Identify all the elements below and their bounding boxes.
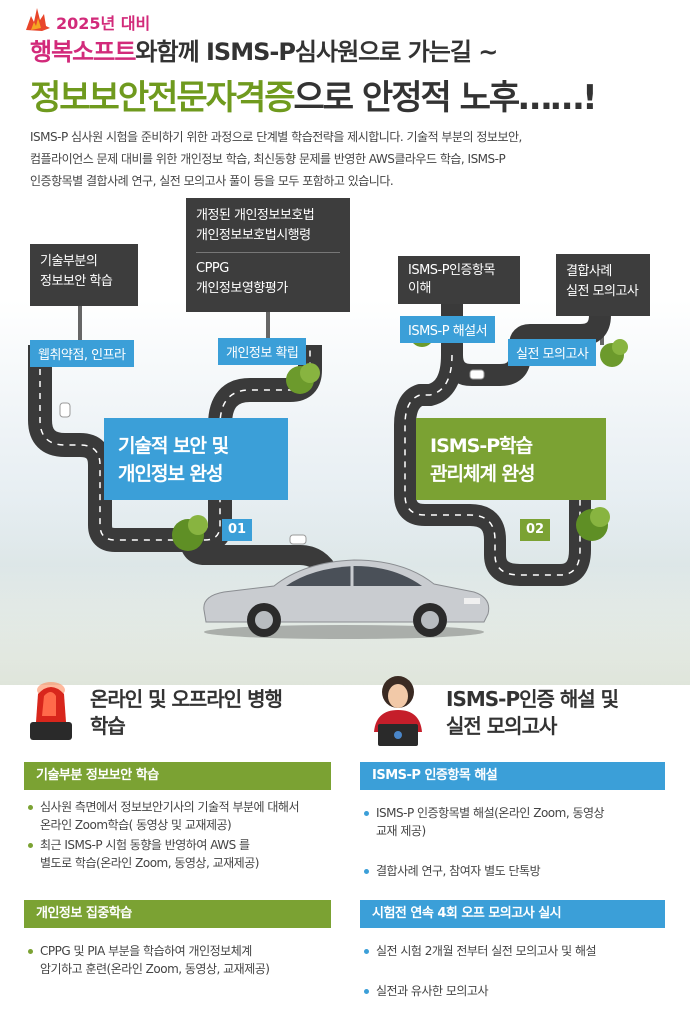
tag-mock-exam: 실전 모의고사 [508, 339, 597, 366]
stage-number-1: 01 [222, 519, 252, 541]
stage-text-line: 기술적 보안 및 [118, 435, 229, 457]
list-item-line: 실전 시험 2개월 전부터 실전 모의고사 및 해설 [376, 944, 597, 958]
feature-heading-line: 실전 모의고사 [446, 714, 557, 738]
section-bar-isms: ISMS-P 인증항목 해설 [360, 762, 665, 790]
car-icon [203, 559, 490, 639]
list-isms: ISMS-P 인증항목별 해설(온라인 Zoom, 동영상 교재 제공) 결합사… [362, 804, 672, 902]
stage-2-box: ISMS-P학습 관리체계 완성 [416, 418, 606, 500]
consultant-icon [374, 676, 422, 746]
sign-tech-learning: 기술부분의 정보보안 학습 [30, 244, 138, 306]
section-bar-tech: 기술부분 정보보안 학습 [24, 762, 331, 790]
list-tech: 심사원 측면에서 정보보안기사의 기술적 부분에 대해서 온라인 Zoom학습(… [26, 798, 346, 874]
list-privacy: CPPG 및 PIA 부분을 학습하여 개인정보체계 암기하고 훈련(온라인 Z… [26, 942, 346, 984]
tag-privacy: 개인정보 확립 [218, 338, 307, 365]
list-item-line: 교재 제공) [376, 824, 426, 838]
list-item-line: 온라인 Zoom학습( 동영상 및 교재제공) [40, 818, 232, 832]
feature-heading-line: ISMS-P인증 해설 및 [446, 687, 619, 711]
list-item: CPPG 및 PIA 부분을 학습하여 개인정보체계 암기하고 훈련(온라인 Z… [26, 942, 346, 978]
list-item-line: CPPG 및 PIA 부분을 학습하여 개인정보체계 [40, 944, 252, 958]
feature-heading-online: 온라인 및 오프라인 병행 학습 [90, 686, 330, 740]
list-item-line: 실전과 유사한 모의고사 [376, 984, 489, 998]
list-item-line: 결합사례 연구, 참여자 별도 단톡방 [376, 864, 541, 878]
sign-text-line: 개인정보영향평가 [196, 281, 288, 296]
list-item-line: 암기하고 훈련(온라인 Zoom, 동영상, 교재제공) [40, 962, 270, 976]
list-item-line: 심사원 측면에서 정보보안기사의 기술적 부분에 대해서 [40, 800, 300, 814]
intro-line: ISMS-P 심사원 시험을 준비하기 위한 과정으로 단계별 학습전략을 제시… [30, 130, 522, 144]
intro-line: 컴플라이언스 문제 대비를 위한 개인정보 학습, 최신동향 문제를 반영한 A… [30, 152, 506, 166]
list-item: 최근 ISMS-P 시험 동향을 반영하여 AWS 를 별도로 학습(온라인 Z… [26, 836, 346, 872]
list-item-line: 별도로 학습(온라인 Zoom, 동영상, 교재제공) [40, 856, 259, 870]
sign-text-line: 결합사례 [566, 264, 612, 279]
sign-isms-items: ISMS-P인증항목 이해 [398, 256, 520, 304]
sign-text-line: 정보보안 학습 [40, 274, 113, 289]
list-item: 결합사례 연구, 참여자 별도 단톡방 [362, 862, 672, 880]
stage-text-line: 개인정보 완성 [118, 463, 224, 485]
headline-primary: 행복소프트와함께 ISMS-P심사원으로 가는길 ~ [30, 32, 498, 67]
list-item-line: ISMS-P 인증항목별 해설(온라인 Zoom, 동영상 [376, 806, 605, 820]
sign-privacy-law: 개정된 개인정보보호법 개인정보보호법시행령 CPPG 개인정보영향평가 [186, 198, 350, 312]
section-bar-privacy: 개인정보 집중학습 [24, 900, 331, 928]
brand-name: 행복소프트 [30, 38, 136, 66]
headline-secondary: 정보보안전문자격증으로 안정적 노후……! [30, 70, 598, 119]
list-item: 실전과 유사한 모의고사 [362, 982, 672, 1000]
list-item-line: 최근 ISMS-P 시험 동향을 반영하여 AWS 를 [40, 838, 250, 852]
list-mock-exam: 실전 시험 2개월 전부터 실전 모의고사 및 해설 실전과 유사한 모의고사 [362, 942, 672, 1022]
sign-text-line: 개인정보보호법시행령 [196, 228, 311, 243]
spark-icon [26, 8, 50, 31]
headline-secondary-rest: 으로 안정적 노후……! [293, 78, 598, 118]
tag-isms-guide: ISMS-P 해설서 [400, 316, 496, 343]
stage-number-2: 02 [520, 519, 550, 541]
stage-1-box: 기술적 보안 및 개인정보 완성 [104, 418, 288, 500]
sign-text-line: 이해 [408, 281, 431, 296]
headline-highlight: 정보보안전문자격증 [30, 78, 296, 118]
list-item: 심사원 측면에서 정보보안기사의 기술적 부분에 대해서 온라인 Zoom학습(… [26, 798, 346, 834]
intro-paragraph: ISMS-P 심사원 시험을 준비하기 위한 과정으로 단계별 학습전략을 제시… [30, 126, 660, 192]
feature-heading-isms: ISMS-P인증 해설 및 실전 모의고사 [446, 686, 676, 740]
list-item: 실전 시험 2개월 전부터 실전 모의고사 및 해설 [362, 942, 672, 960]
sign-divider [196, 252, 340, 253]
intro-line: 인증항목별 결합사례 연구, 실전 모의고사 풀이 등을 모두 포함하고 있습니… [30, 174, 394, 188]
sign-text-line: ISMS-P인증항목 [408, 263, 495, 278]
list-item: ISMS-P 인증항목별 해설(온라인 Zoom, 동영상 교재 제공) [362, 804, 672, 840]
siren-icon [30, 682, 72, 740]
headline-primary-rest: 와함께 ISMS-P심사원으로 가는길 ~ [135, 38, 498, 66]
sign-text-line: 개정된 개인정보보호법 [196, 208, 315, 223]
section-bar-mock-exam: 시험전 연속 4회 오프 모의고사 실시 [360, 900, 665, 928]
stage-text-line: ISMS-P학습 [430, 435, 533, 457]
tag-web-vuln: 웹취약점, 인프라 [30, 340, 134, 367]
sign-text-line: 실전 모의고사 [566, 284, 639, 299]
feature-heading-line: 학습 [90, 714, 126, 738]
sign-case-study: 결합사례 실전 모의고사 [556, 254, 650, 316]
sign-text-line: CPPG [196, 261, 229, 276]
sign-text-line: 기술부분의 [40, 254, 98, 269]
stage-text-line: 관리체계 완성 [430, 463, 536, 485]
year-badge-text: 2025년 대비 [56, 14, 151, 33]
feature-heading-line: 온라인 및 오프라인 병행 [90, 687, 283, 711]
